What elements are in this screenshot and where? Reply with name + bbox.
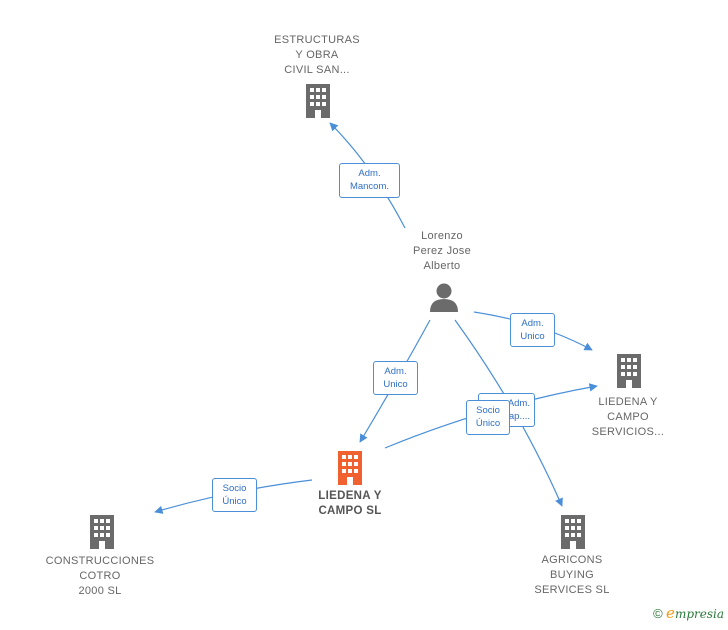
edge-label-socio-unico-agricons: Socio Único [466,400,510,435]
building-icon-agricons [561,515,585,549]
person-icon [430,283,458,312]
node-label-person[interactable]: Lorenzo Perez Jose Alberto [412,230,472,272]
node-label-liedena-servicios[interactable]: LIEDENA Y CAMPO SERVICIOS... [591,396,665,438]
edge-label-adm-unico-liedena: Adm. Unico [373,361,418,395]
building-icon-estructuras [306,84,330,118]
node-label-construcciones[interactable]: CONSTRUCCIONES COTRO 2000 SL [45,555,155,597]
copyright-icon: © [653,606,663,621]
node-label-liedena-sl[interactable]: LIEDENA Y CAMPO SL [318,490,382,517]
node-label-estructuras[interactable]: ESTRUCTURAS Y OBRA CIVIL SAN... [274,34,360,76]
brand-rest: mpresia [674,607,724,621]
building-icon-liedena-servicios [617,354,641,388]
edge-label-adm-unico-servicios: Adm. Unico [510,313,555,347]
edge-label-adm-mancom: Adm. Mancom. [339,163,400,198]
building-icon-liedena-sl [338,451,362,485]
empresia-logo[interactable]: © empresia [653,604,724,622]
building-icon-construcciones [90,515,114,549]
edge-label-socio-unico-construcciones: Socio Único [212,478,257,512]
node-label-agricons[interactable]: AGRICONS BUYING SERVICES SL [534,554,610,596]
brand-e: e [666,604,675,622]
